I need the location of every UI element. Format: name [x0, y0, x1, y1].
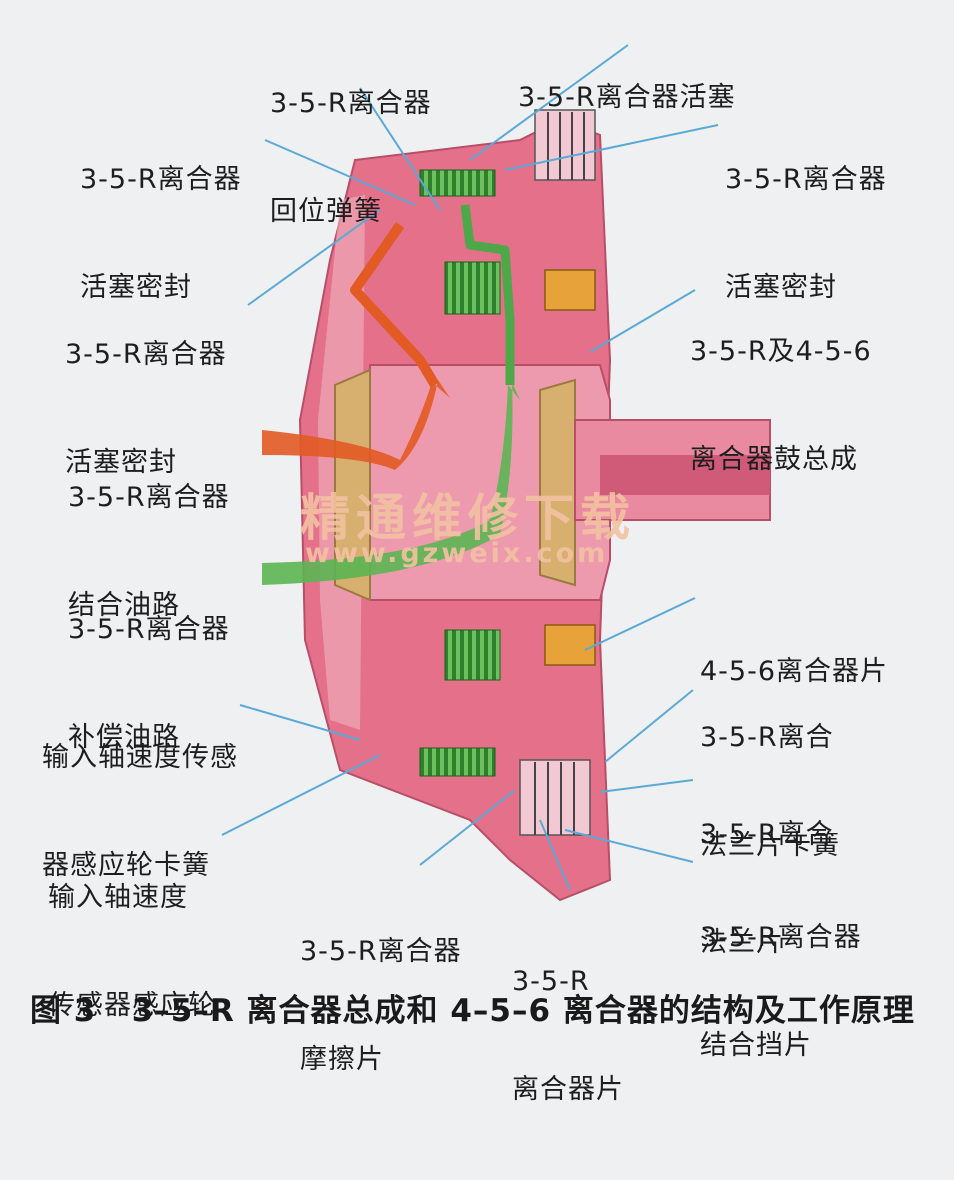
return-springs [419, 169, 501, 777]
output-shaft [574, 419, 771, 521]
label-seal-left-top-line2: 活塞密封 [80, 272, 192, 303]
label-flange-snap-line1: 3-5-R离合 [700, 722, 834, 753]
bushing-left [334, 368, 371, 602]
label-snap-ring: 输入轴速度传感 器感应轮卡簧 [42, 668, 238, 956]
leader-snap-ring [239, 704, 361, 741]
leader-456 [584, 597, 696, 651]
label-backing-line1: 3-5-R离合器 [700, 922, 862, 953]
label-snap-ring-line1: 输入轴速度传感 [42, 742, 238, 773]
label-spring-line1: 3-5-R离合器 [270, 88, 432, 119]
plate-lines-top [547, 112, 585, 180]
bushing-right [539, 378, 576, 587]
label-reluctor-line1: 输入轴速度 [48, 882, 188, 913]
leader-plates [539, 819, 571, 891]
leader-seal-right-top [504, 124, 719, 171]
clutch-cross-section [221, 44, 771, 902]
leader-backing [564, 829, 694, 863]
plates-35r-bottom [519, 759, 591, 836]
label-seal-left-mid: 3-5-R离合器 活塞密封 [65, 265, 227, 553]
label-piston-line1: 3-5-R离合器活塞 [518, 82, 736, 113]
leader-seal-left-mid [247, 209, 381, 306]
label-backing-line2: 结合挡片 [700, 1030, 812, 1061]
label-seal-right-top-line2: 活塞密封 [725, 272, 837, 303]
spring-bottom-outer [419, 747, 496, 777]
label-reluctor-line2: 传感器感应轮 [48, 990, 216, 1021]
leader-friction [419, 789, 516, 866]
label-apply-oil: 3-5-R离合器 结合油路 [68, 408, 230, 696]
label-friction-line2: 摩擦片 [300, 1044, 384, 1075]
clutch-plates [519, 109, 596, 836]
label-spring: 3-5-R离合器 回位弹簧 [270, 14, 432, 302]
label-plates-35r-line1: 3-5-R [512, 966, 590, 997]
watermark-url: www.gzweix.com [305, 538, 609, 569]
label-plates-456: 4-5-6离合器片 [700, 582, 888, 762]
label-seal-right-top: 3-5-R离合器 活塞密封 [725, 90, 887, 378]
label-plates-35r-line2: 离合器片 [512, 1074, 624, 1105]
leader-flange-snap [604, 689, 694, 763]
leader-spring [359, 87, 441, 211]
apply-oil-arrow [262, 380, 450, 470]
label-drum-line1: 3-5-R及4-5-6 [690, 336, 872, 367]
label-drum-line2: 离合器鼓总成 [690, 444, 858, 475]
label-apply-oil-line2: 结合油路 [68, 590, 180, 621]
label-balance-oil-line2: 补偿油路 [68, 722, 180, 753]
clutch-diagram: 3-5-R离合器 回位弹簧 3-5-R离合器活塞 3-5-R离合器 活塞密封 3… [30, 8, 915, 1105]
leader-flange [599, 779, 694, 793]
label-seal-left-top: 3-5-R离合器 活塞密封 [80, 90, 242, 378]
watermark-text: 精通维修下载 [300, 489, 636, 547]
spring-top-outer [419, 169, 496, 197]
label-balance-oil-line1: 3-5-R离合器 [68, 614, 230, 645]
label-flange-snap: 3-5-R离合 法兰片卡簧 [700, 648, 840, 936]
label-flange-line2: 法兰片 [700, 927, 784, 958]
label-flange: 3-5-R离合 法兰片 [700, 745, 834, 1033]
label-reluctor: 输入轴速度 传感器感应轮 [48, 808, 216, 1096]
label-seal-right-top-line1: 3-5-R离合器 [725, 164, 887, 195]
balance-oil-arrow [262, 382, 520, 585]
leader-reluctor [221, 754, 381, 836]
label-plates-35r: 3-5-R 离合器片 [512, 892, 624, 1180]
bushings [334, 368, 576, 602]
leader-seal-left-top [264, 139, 416, 206]
label-friction-line1: 3-5-R离合器 [300, 936, 462, 967]
label-seal-left-mid-line2: 活塞密封 [65, 447, 177, 478]
label-piston: 3-5-R离合器活塞 [518, 8, 736, 188]
leader-drum [589, 289, 696, 353]
leader-piston [469, 44, 629, 161]
label-snap-ring-line2: 器感应轮卡簧 [42, 850, 210, 881]
label-plates-456-line1: 4-5-6离合器片 [700, 656, 889, 687]
label-spring-line2: 回位弹簧 [270, 196, 382, 227]
spring-top-inner [444, 261, 501, 315]
label-drum: 3-5-R及4-5-6 离合器鼓总成 [690, 262, 872, 550]
label-flange-line1: 3-5-R离合 [700, 819, 834, 850]
balance-oil-path [460, 204, 515, 385]
plate-lines-bottom [534, 762, 575, 835]
plates-456-top [544, 269, 596, 311]
label-seal-left-top-line1: 3-5-R离合器 [80, 164, 242, 195]
label-balance-oil: 3-5-R离合器 补偿油路 [68, 540, 230, 828]
apply-oil-path [350, 222, 440, 388]
label-flange-snap-line2: 法兰片卡簧 [700, 830, 840, 861]
figure-caption: 图 3 3–5–R 离合器总成和 4–5–6 离合器的结构及工作原理 [30, 993, 915, 1029]
label-apply-oil-line1: 3-5-R离合器 [68, 482, 230, 513]
label-seal-left-mid-line1: 3-5-R离合器 [65, 339, 227, 370]
shaft-core [600, 455, 770, 495]
leader-lines [221, 44, 719, 891]
plates-456-bottom [544, 624, 596, 666]
spring-bottom-inner [444, 629, 501, 681]
